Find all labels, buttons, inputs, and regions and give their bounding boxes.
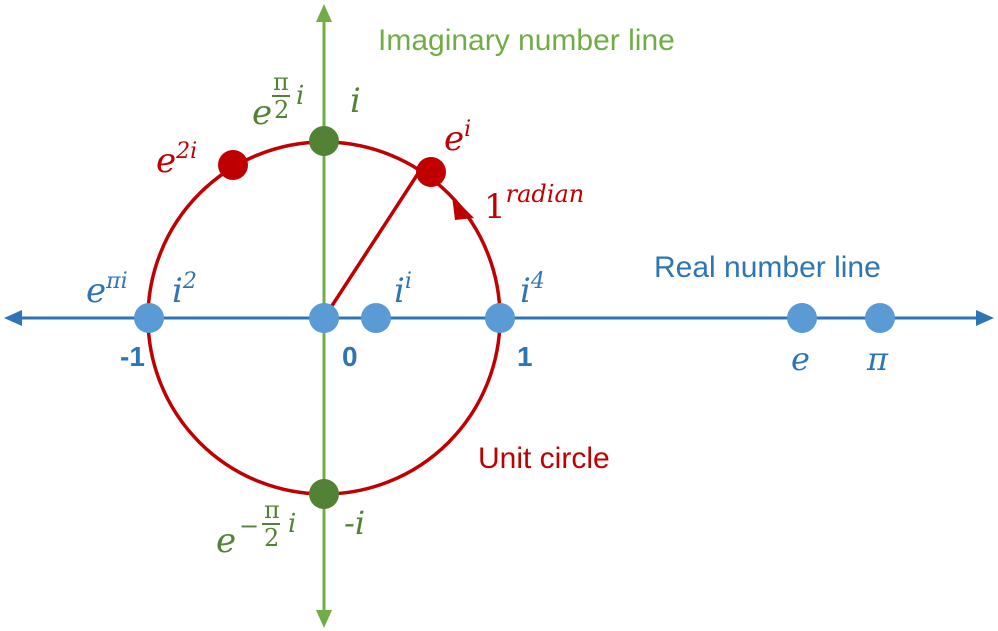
label-e-neg-half-pi-i: e − π 2 i xyxy=(216,496,296,561)
imaginary-axis-top-arrow xyxy=(316,4,332,22)
real-line-label: Real number line xyxy=(654,251,881,284)
svg-text:e: e xyxy=(216,521,236,561)
tick-minus-one: -1 xyxy=(120,341,145,372)
tick-one: 1 xyxy=(517,341,533,372)
label-minus-i: -i xyxy=(344,504,365,542)
svg-text:e: e xyxy=(252,93,272,133)
point-i xyxy=(309,126,339,156)
svg-text:2: 2 xyxy=(274,96,289,124)
label-e-i: ei xyxy=(444,117,471,159)
radian-arc-arrowhead xyxy=(452,196,474,220)
label-i: i xyxy=(350,81,361,121)
tick-e: e xyxy=(791,340,810,378)
point-e-i xyxy=(416,157,446,187)
point-one xyxy=(485,303,515,333)
tick-zero: 0 xyxy=(342,341,358,372)
svg-text:i: i xyxy=(296,81,304,111)
svg-text:−: − xyxy=(239,512,259,540)
label-i-fourth: i4 xyxy=(520,269,545,311)
imaginary-line-label: Imaginary number line xyxy=(378,24,675,57)
svg-text:π: π xyxy=(273,68,289,96)
svg-text:π: π xyxy=(264,496,280,524)
radius-to-e-i xyxy=(322,171,421,319)
svg-text:i: i xyxy=(288,509,296,539)
label-i-to-i: ii xyxy=(394,269,412,311)
point-minus-i xyxy=(309,479,339,509)
real-axis-left-arrow xyxy=(4,310,22,326)
label-e-half-pi-i: e π 2 i xyxy=(252,68,304,133)
point-minus-one xyxy=(134,303,164,333)
point-pi xyxy=(865,303,895,333)
label-one-radian: 1radian xyxy=(484,180,584,227)
point-e-2i xyxy=(218,150,248,180)
label-e-pi-i: eπi xyxy=(86,269,128,311)
unit-circle-label: Unit circle xyxy=(478,442,610,475)
point-i-to-i xyxy=(361,303,391,333)
imaginary-axis-bottom-arrow xyxy=(316,610,332,628)
tick-pi: π xyxy=(866,340,889,378)
label-i-squared: i2 xyxy=(172,269,197,311)
label-e-2i: e2i xyxy=(156,139,197,181)
point-e xyxy=(787,303,817,333)
svg-text:2: 2 xyxy=(264,524,279,552)
real-axis-right-arrow xyxy=(976,310,994,326)
point-origin xyxy=(309,303,339,333)
